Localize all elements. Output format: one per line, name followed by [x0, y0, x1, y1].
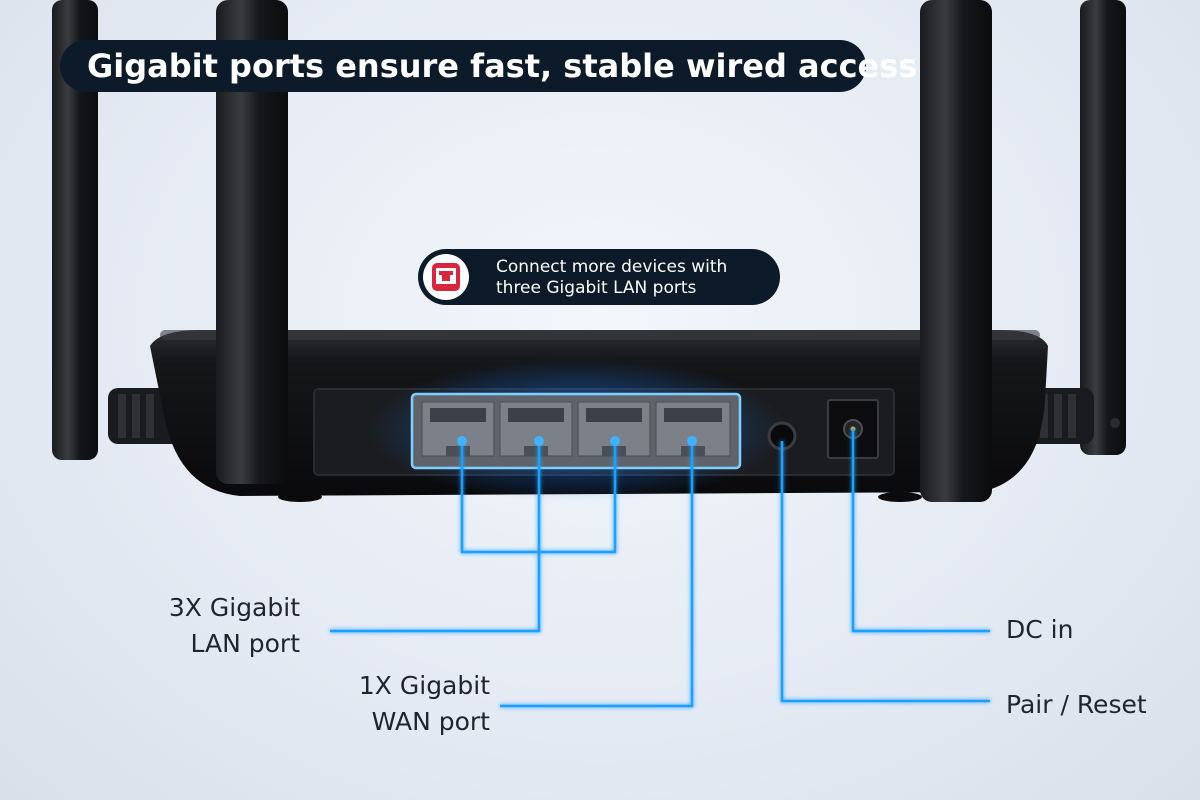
pair-reset-label: Pair / Reset: [1006, 690, 1147, 719]
wan-leader-line: [500, 441, 694, 708]
dc-leader-line: [851, 429, 990, 633]
wan-label-line-1: 1X Gigabit: [358, 671, 490, 700]
callout-line-2: three Gigabit LAN ports: [496, 278, 697, 298]
antenna-back-left: [52, 0, 98, 460]
headline-pill: Gigabit ports ensure fast, stable wired …: [60, 40, 917, 92]
lan-label-line-2: LAN port: [190, 629, 301, 658]
antenna-back-right: [1080, 0, 1126, 455]
wan-port-label: 1X Gigabit WAN port: [359, 668, 490, 740]
wan-label-line-2: WAN port: [371, 707, 490, 736]
lan-callout-pill: Connect more devices with three Gigabit …: [418, 249, 780, 305]
reset-leader-line: [780, 441, 990, 703]
dc-in-label: DC in: [1006, 615, 1074, 644]
callout-line-1: Connect more devices with: [496, 257, 728, 277]
leader-dots: [457, 436, 697, 446]
callout-text: Connect more devices with three Gigabit …: [496, 257, 727, 299]
lan-label-line-1: 3X Gigabit: [168, 593, 300, 622]
antenna-front-left: [216, 0, 288, 484]
lan-port-2: [499, 401, 573, 457]
lan-port-label: 3X Gigabit LAN port: [169, 590, 300, 662]
ethernet-port-icon: [423, 254, 469, 300]
lan-port-1: [421, 401, 495, 457]
lan-leader-line-2: [330, 441, 541, 633]
antenna-front-right: [920, 0, 992, 502]
leader-lines: [330, 429, 990, 708]
